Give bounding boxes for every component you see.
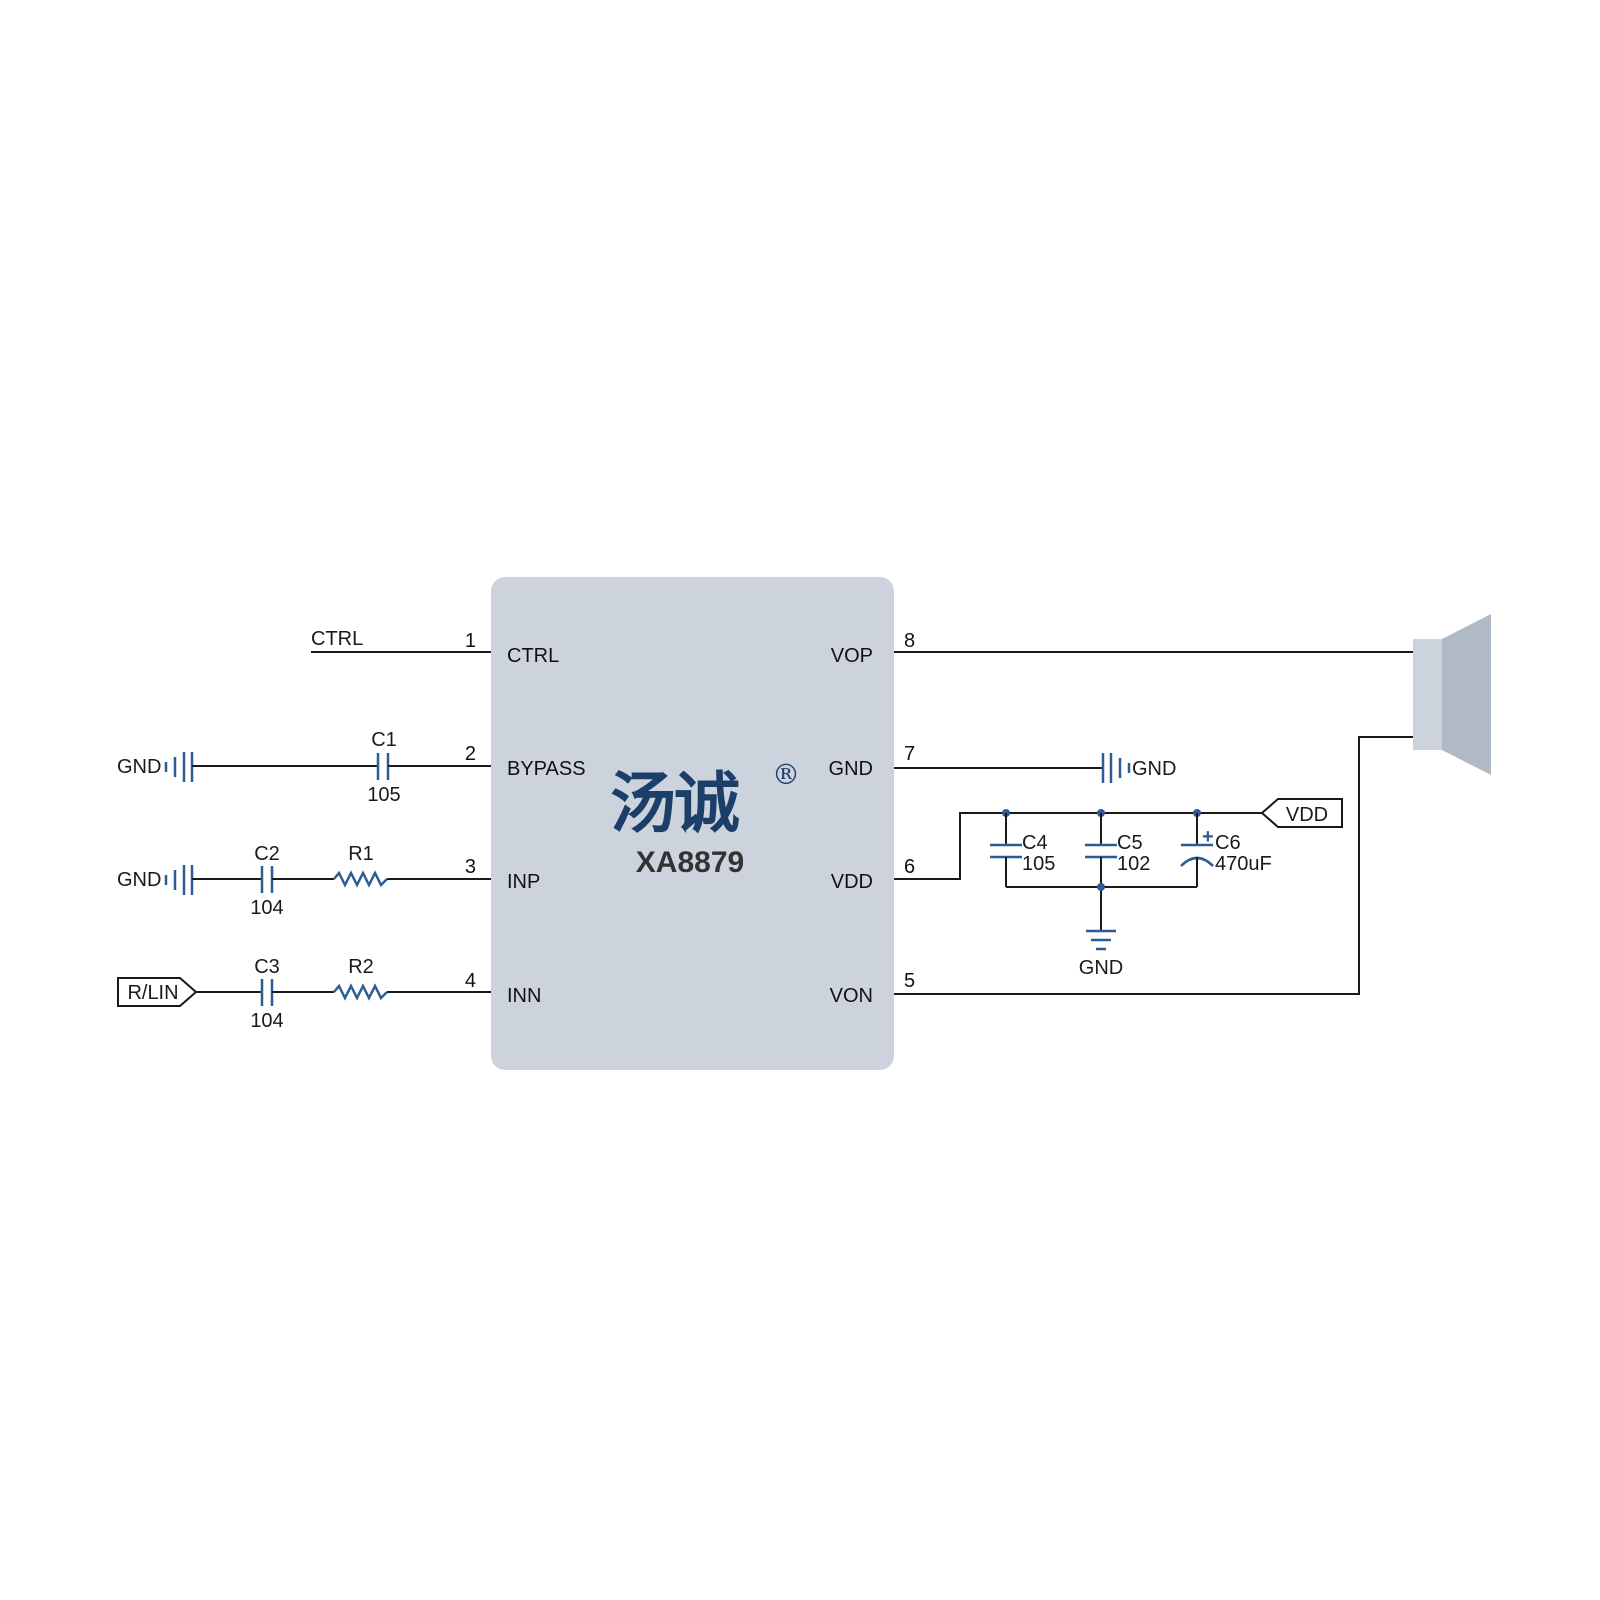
pin-name-vdd: VDD bbox=[831, 871, 873, 893]
net-label-gnd-pin7: GND bbox=[1132, 758, 1176, 780]
pin-name-ctrl: CTRL bbox=[507, 645, 559, 667]
pin-name-inp: INP bbox=[507, 871, 540, 893]
c6-ref: C6 bbox=[1215, 832, 1241, 854]
c1-value: 105 bbox=[367, 784, 400, 806]
net-label-gnd-caps: GND bbox=[1079, 957, 1123, 979]
c4-value: 105 bbox=[1022, 853, 1055, 875]
c6-value: 470uF bbox=[1215, 853, 1272, 875]
c5-value: 102 bbox=[1117, 853, 1150, 875]
c3-value: 104 bbox=[250, 1010, 283, 1032]
pin-name-inn: INN bbox=[507, 985, 541, 1007]
r1-ref: R1 bbox=[348, 843, 374, 865]
c1-ref: C1 bbox=[371, 729, 397, 751]
c3-ref: C3 bbox=[254, 956, 280, 978]
chip-part-number: XA8879 bbox=[636, 846, 744, 879]
pin-number-2: 2 bbox=[465, 743, 476, 765]
pin-name-gnd: GND bbox=[829, 758, 873, 780]
pin-number-4: 4 bbox=[465, 970, 476, 992]
c4-ref: C4 bbox=[1022, 832, 1048, 854]
capacitor-icon bbox=[1085, 843, 1117, 859]
net-flag-icon bbox=[1260, 798, 1343, 828]
chip-body bbox=[491, 577, 894, 1070]
pin-number-5: 5 bbox=[904, 970, 915, 992]
r2-ref: R2 bbox=[348, 956, 374, 978]
net-label-vdd: VDD bbox=[1286, 804, 1328, 826]
c2-ref: C2 bbox=[254, 843, 280, 865]
capacitor-icon bbox=[990, 843, 1022, 859]
capacitor-icon bbox=[376, 753, 390, 780]
net-label-rlin: R/LIN bbox=[127, 982, 178, 1004]
company-logo: 汤诚 bbox=[610, 765, 739, 842]
c5-ref: C5 bbox=[1117, 832, 1143, 854]
capacitor-icon bbox=[260, 866, 274, 893]
pin-number-7: 7 bbox=[904, 743, 915, 765]
c6-polarity: + bbox=[1202, 826, 1214, 848]
resistor-icon bbox=[333, 870, 388, 888]
junction-dot bbox=[1097, 883, 1105, 891]
pin-number-1: 1 bbox=[465, 630, 476, 652]
wire-von bbox=[894, 736, 1413, 995]
capacitor-icon bbox=[260, 979, 274, 1006]
c2-value: 104 bbox=[250, 897, 283, 919]
speaker-icon bbox=[1413, 614, 1491, 775]
registered-mark: ® bbox=[772, 758, 800, 791]
net-label-gnd-inp: GND bbox=[117, 869, 161, 891]
net-label-gnd-bypass: GND bbox=[117, 756, 161, 778]
ground-icon bbox=[1101, 753, 1131, 783]
wire-vdd-pin6 bbox=[894, 812, 1262, 880]
resistor-icon bbox=[333, 983, 388, 1001]
pin-name-vop: VOP bbox=[831, 645, 873, 667]
net-flag-icon bbox=[117, 977, 198, 1007]
ground-icon bbox=[1086, 929, 1116, 951]
ground-icon bbox=[164, 752, 194, 782]
pin-number-3: 3 bbox=[465, 856, 476, 878]
pin-name-von: VON bbox=[830, 985, 873, 1007]
ground-icon bbox=[164, 865, 194, 895]
pin-number-8: 8 bbox=[904, 630, 915, 652]
pin-number-6: 6 bbox=[904, 856, 915, 878]
pin-name-bypass: BYPASS bbox=[507, 758, 586, 780]
net-label-ctrl: CTRL bbox=[311, 628, 363, 650]
